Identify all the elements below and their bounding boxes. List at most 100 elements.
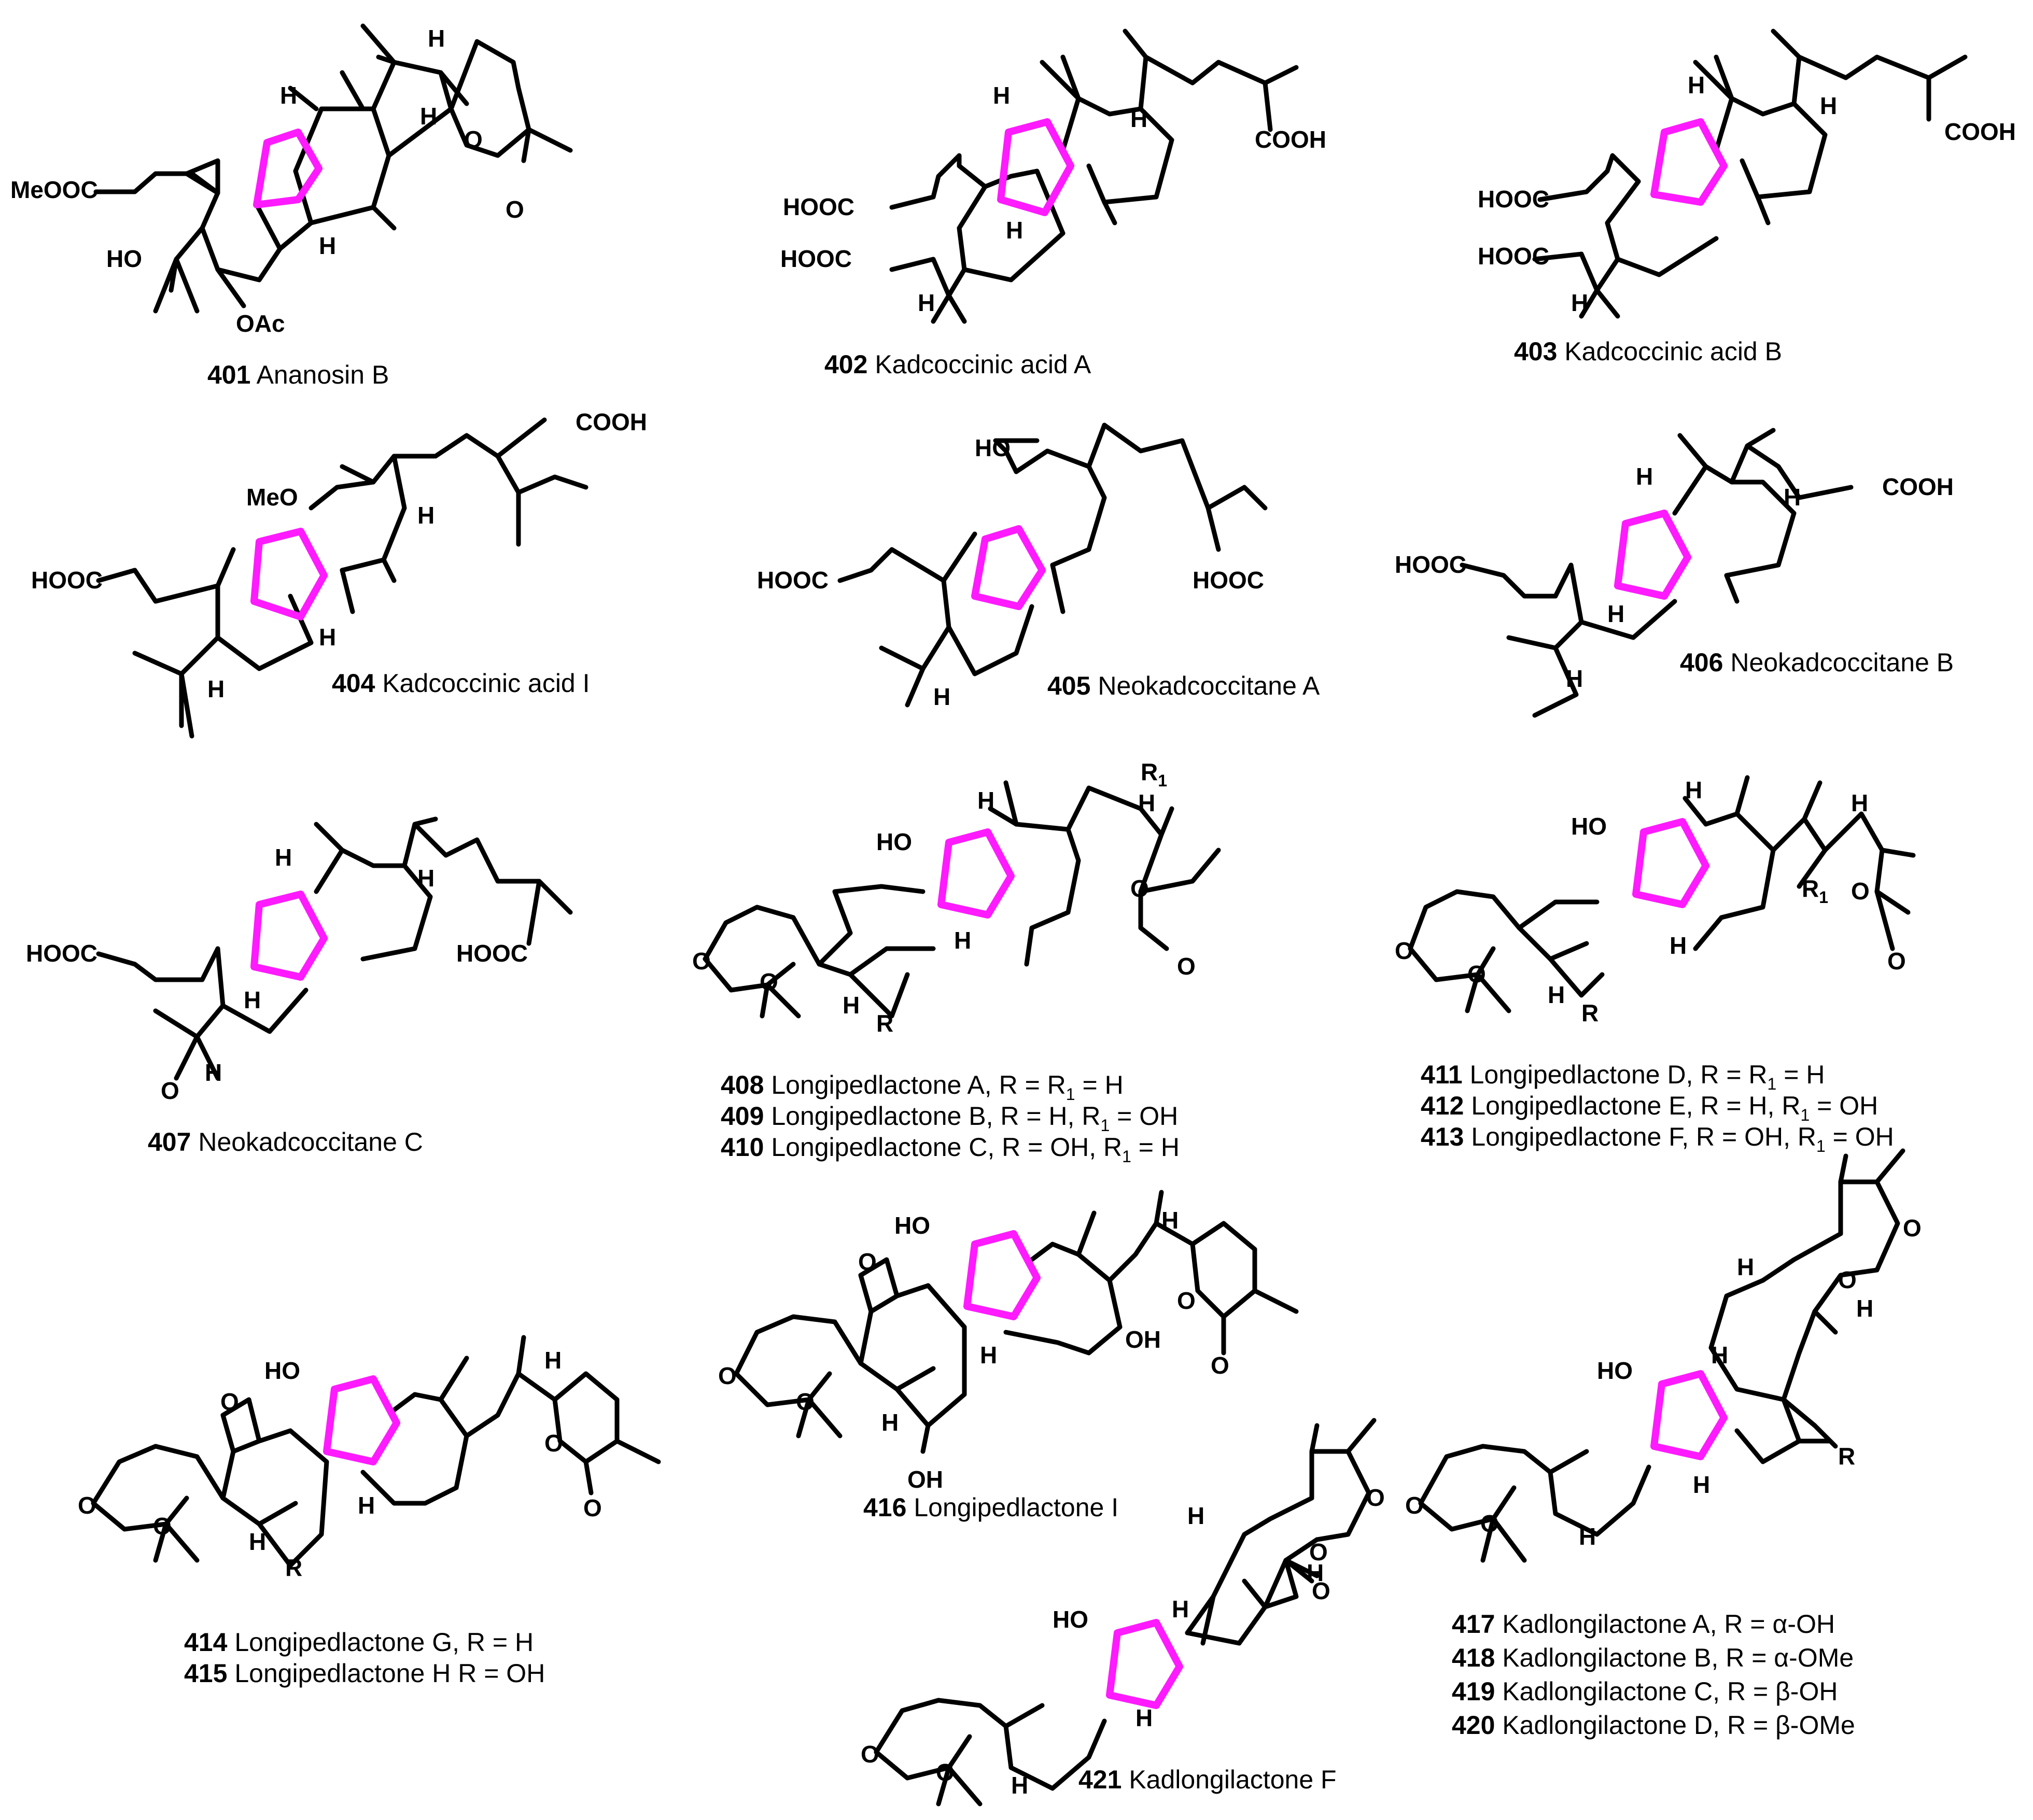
structure-407: [96, 816, 573, 1081]
label-h: H: [319, 624, 336, 651]
label-o: O: [1211, 1352, 1229, 1379]
label-o: O: [692, 948, 711, 975]
label-o: O: [464, 126, 483, 153]
label-r: R: [876, 1010, 893, 1037]
label-acid: HOOC: [1478, 186, 1549, 213]
caption-419: 419 Kadlongilactone C, R = β-OH: [1452, 1677, 1838, 1706]
label-h: H: [1711, 1342, 1728, 1368]
label-hydroxy: HO: [264, 1357, 300, 1384]
label-hydroxy: HO: [975, 434, 1011, 461]
label-h: H: [1856, 1295, 1873, 1322]
label-h: H: [207, 675, 225, 702]
label-h: H: [244, 986, 261, 1013]
label-h: H: [1688, 72, 1705, 98]
caption-415: 415 Longipedlactone H R = OH: [184, 1659, 545, 1688]
structure-408-410: [703, 780, 1221, 1019]
structure-414-415: [91, 1335, 661, 1568]
label-h: H: [1187, 1502, 1204, 1529]
label-o: O: [1312, 1577, 1330, 1604]
label-h: H: [280, 82, 297, 109]
structure-401: [93, 23, 573, 314]
labels-408-410: HO R R1 O O O O H H H H: [692, 758, 1196, 1037]
label-h: H: [954, 927, 971, 954]
label-o: O: [718, 1362, 737, 1389]
label-h: H: [1006, 217, 1023, 244]
label-h: H: [980, 1342, 997, 1368]
label-h: H: [1548, 981, 1565, 1008]
structure-403: [1532, 29, 1968, 319]
label-h: H: [1670, 932, 1687, 959]
label-h: H: [993, 82, 1010, 109]
structure-406: [1460, 428, 1854, 718]
label-h: H: [1130, 105, 1147, 132]
labels-416: HO OH OH O O O O O H H H: [718, 1207, 1229, 1493]
caption-420: 420 Kadlongilactone D, R = β-OMe: [1452, 1711, 1855, 1740]
structure-402: [889, 29, 1299, 324]
label-acid: HOOC: [31, 567, 103, 594]
label-h: H: [843, 992, 860, 1019]
labels-414-415: HO R O O O O O H H H: [78, 1347, 602, 1581]
label-o: O: [1130, 875, 1149, 902]
labels-421: HO O O O O O H H H H H: [861, 1484, 1385, 1799]
label-acid: HOOC: [757, 567, 829, 594]
label-h: H: [1607, 600, 1624, 627]
structure-411-413: [1408, 775, 1916, 1013]
captions: 401 Ananosin B 402 Kadcoccinic acid A 40…: [148, 337, 1954, 1794]
label-o: O: [153, 1513, 172, 1540]
label-o: O: [1177, 953, 1196, 980]
label-hydroxy: HO: [106, 245, 142, 272]
label-acid: HOOC: [456, 940, 528, 967]
caption-404: 404 Kadcoccinic acid I: [332, 669, 590, 698]
label-hydroxy: HO: [894, 1212, 930, 1239]
label-hydroxy: HO: [1597, 1357, 1633, 1384]
label-h: H: [358, 1492, 375, 1519]
label-hydroxy: HO: [876, 828, 912, 855]
label-hydroxy: HO: [1053, 1606, 1088, 1633]
caption-405: 405 Neokadcoccitane A: [1047, 671, 1320, 700]
label-o: O: [583, 1494, 602, 1521]
label-h: H: [249, 1528, 266, 1555]
label-h: H: [1820, 92, 1837, 119]
label-o: O: [544, 1430, 563, 1457]
label-h: H: [881, 1409, 899, 1436]
label-o: O: [936, 1759, 955, 1786]
label-h: H: [1307, 1559, 1324, 1586]
labels-405: HO HOOC HOOC H: [757, 434, 1264, 710]
label-r1: R1: [1141, 758, 1167, 790]
label-o: O: [1405, 1492, 1424, 1519]
label-h: H: [1135, 1704, 1153, 1731]
labels-403: HOOC HOOC COOH H H H: [1478, 72, 2016, 316]
label-o: O: [1480, 1510, 1499, 1537]
label-o: O: [161, 1077, 179, 1104]
label-o: O: [1851, 878, 1870, 905]
structure-405: [837, 422, 1268, 708]
caption-407: 407 Neokadcoccitane C: [148, 1127, 423, 1156]
label-hydroxy: OH: [907, 1466, 943, 1493]
structure-417-420: [1418, 1148, 1905, 1563]
label-acid: COOH: [1255, 126, 1326, 153]
label-h: H: [1138, 789, 1155, 816]
label-h: H: [428, 25, 445, 52]
label-h: H: [205, 1059, 222, 1086]
label-h: H: [544, 1347, 562, 1374]
label-o: O: [858, 1248, 877, 1275]
label-acid: HOOC: [1478, 243, 1549, 270]
label-o: O: [861, 1741, 879, 1768]
caption-418: 418 Kadlongilactone B, R = α-OMe: [1452, 1643, 1854, 1672]
caption-401: 401 Ananosin B: [207, 360, 389, 389]
label-h: H: [1851, 789, 1868, 816]
label-h: H: [918, 289, 935, 316]
labels-411-413: HO R R1 O O O O H H H H: [1395, 777, 1906, 1026]
label-h: H: [319, 232, 336, 259]
caption-410: 410 Longipedlactone C, R = OH, R1 = H: [721, 1133, 1180, 1166]
caption-408: 408 Longipedlactone A, R = R1 = H: [721, 1070, 1124, 1104]
caption-412: 412 Longipedlactone E, R = H, R1 = OH: [1421, 1091, 1878, 1124]
label-acid: HOOC: [1395, 551, 1466, 578]
label-o: O: [1838, 1266, 1857, 1293]
label-h: H: [1784, 484, 1801, 511]
label-o: O: [1903, 1215, 1922, 1241]
caption-406: 406 Neokadcoccitane B: [1680, 648, 1954, 677]
label-ester: MeOOC: [10, 176, 98, 203]
